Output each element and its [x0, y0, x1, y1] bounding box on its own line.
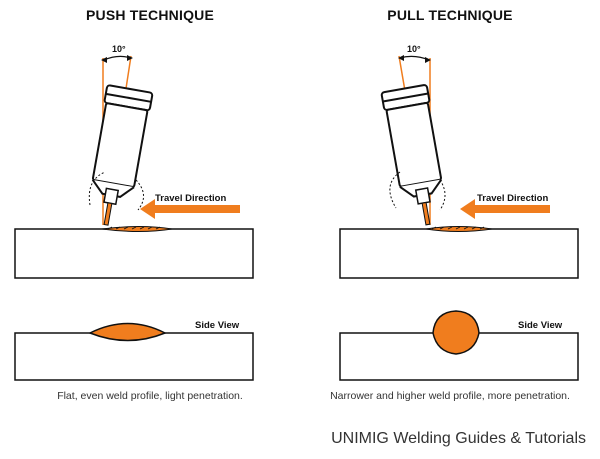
travel-direction-arrow: [460, 199, 550, 219]
pull-technique-panel: PULL TECHNIQUE 10° Travel Direction Sid: [300, 0, 600, 420]
bead-ripples: [431, 226, 485, 230]
footer-credit: UNIMIG Welding Guides & Tutorials: [331, 430, 586, 447]
arrowhead: [425, 57, 431, 63]
arrowhead: [398, 55, 404, 61]
side-view-label: Side View: [195, 320, 240, 331]
side-view-weld-profile: [88, 322, 167, 342]
travel-direction-arrow: [140, 199, 240, 219]
gas-shield-outline: [439, 179, 446, 211]
welding-torch: [380, 84, 443, 226]
arrowhead: [127, 55, 133, 61]
push-diagram: 10° Travel Direction Side View: [14, 44, 254, 381]
angle-arc: [103, 55, 132, 61]
pull-diagram: 10° Travel Direction Side View: [339, 44, 579, 381]
gas-shield-outline: [88, 171, 106, 206]
gas-shield-outline: [389, 171, 401, 209]
side-view-label: Side View: [518, 320, 563, 331]
angle-arc: [399, 55, 430, 61]
panel-caption: Narrower and higher weld profile, more p…: [330, 390, 570, 402]
angle-label: 10°: [407, 44, 421, 54]
panel-title: PUSH TECHNIQUE: [85, 7, 215, 23]
gas-shield-outline: [135, 179, 144, 211]
workpiece: [339, 228, 579, 279]
arrowhead: [101, 57, 107, 63]
weld-bead: [101, 226, 173, 232]
panel-title: PULL TECHNIQUE: [387, 7, 513, 23]
bead-ripples: [107, 226, 161, 230]
workpiece: [14, 228, 254, 279]
side-view-weld-profile: [432, 310, 480, 355]
angle-label: 10°: [112, 44, 126, 54]
welding-torch: [91, 84, 154, 226]
travel-direction-label: Travel Direction: [155, 193, 226, 204]
travel-direction-label: Travel Direction: [477, 193, 548, 204]
push-technique-panel: PUSH TECHNIQUE 10° Travel Direction: [0, 0, 300, 420]
panel-caption: Flat, even weld profile, light penetrati…: [57, 390, 243, 402]
